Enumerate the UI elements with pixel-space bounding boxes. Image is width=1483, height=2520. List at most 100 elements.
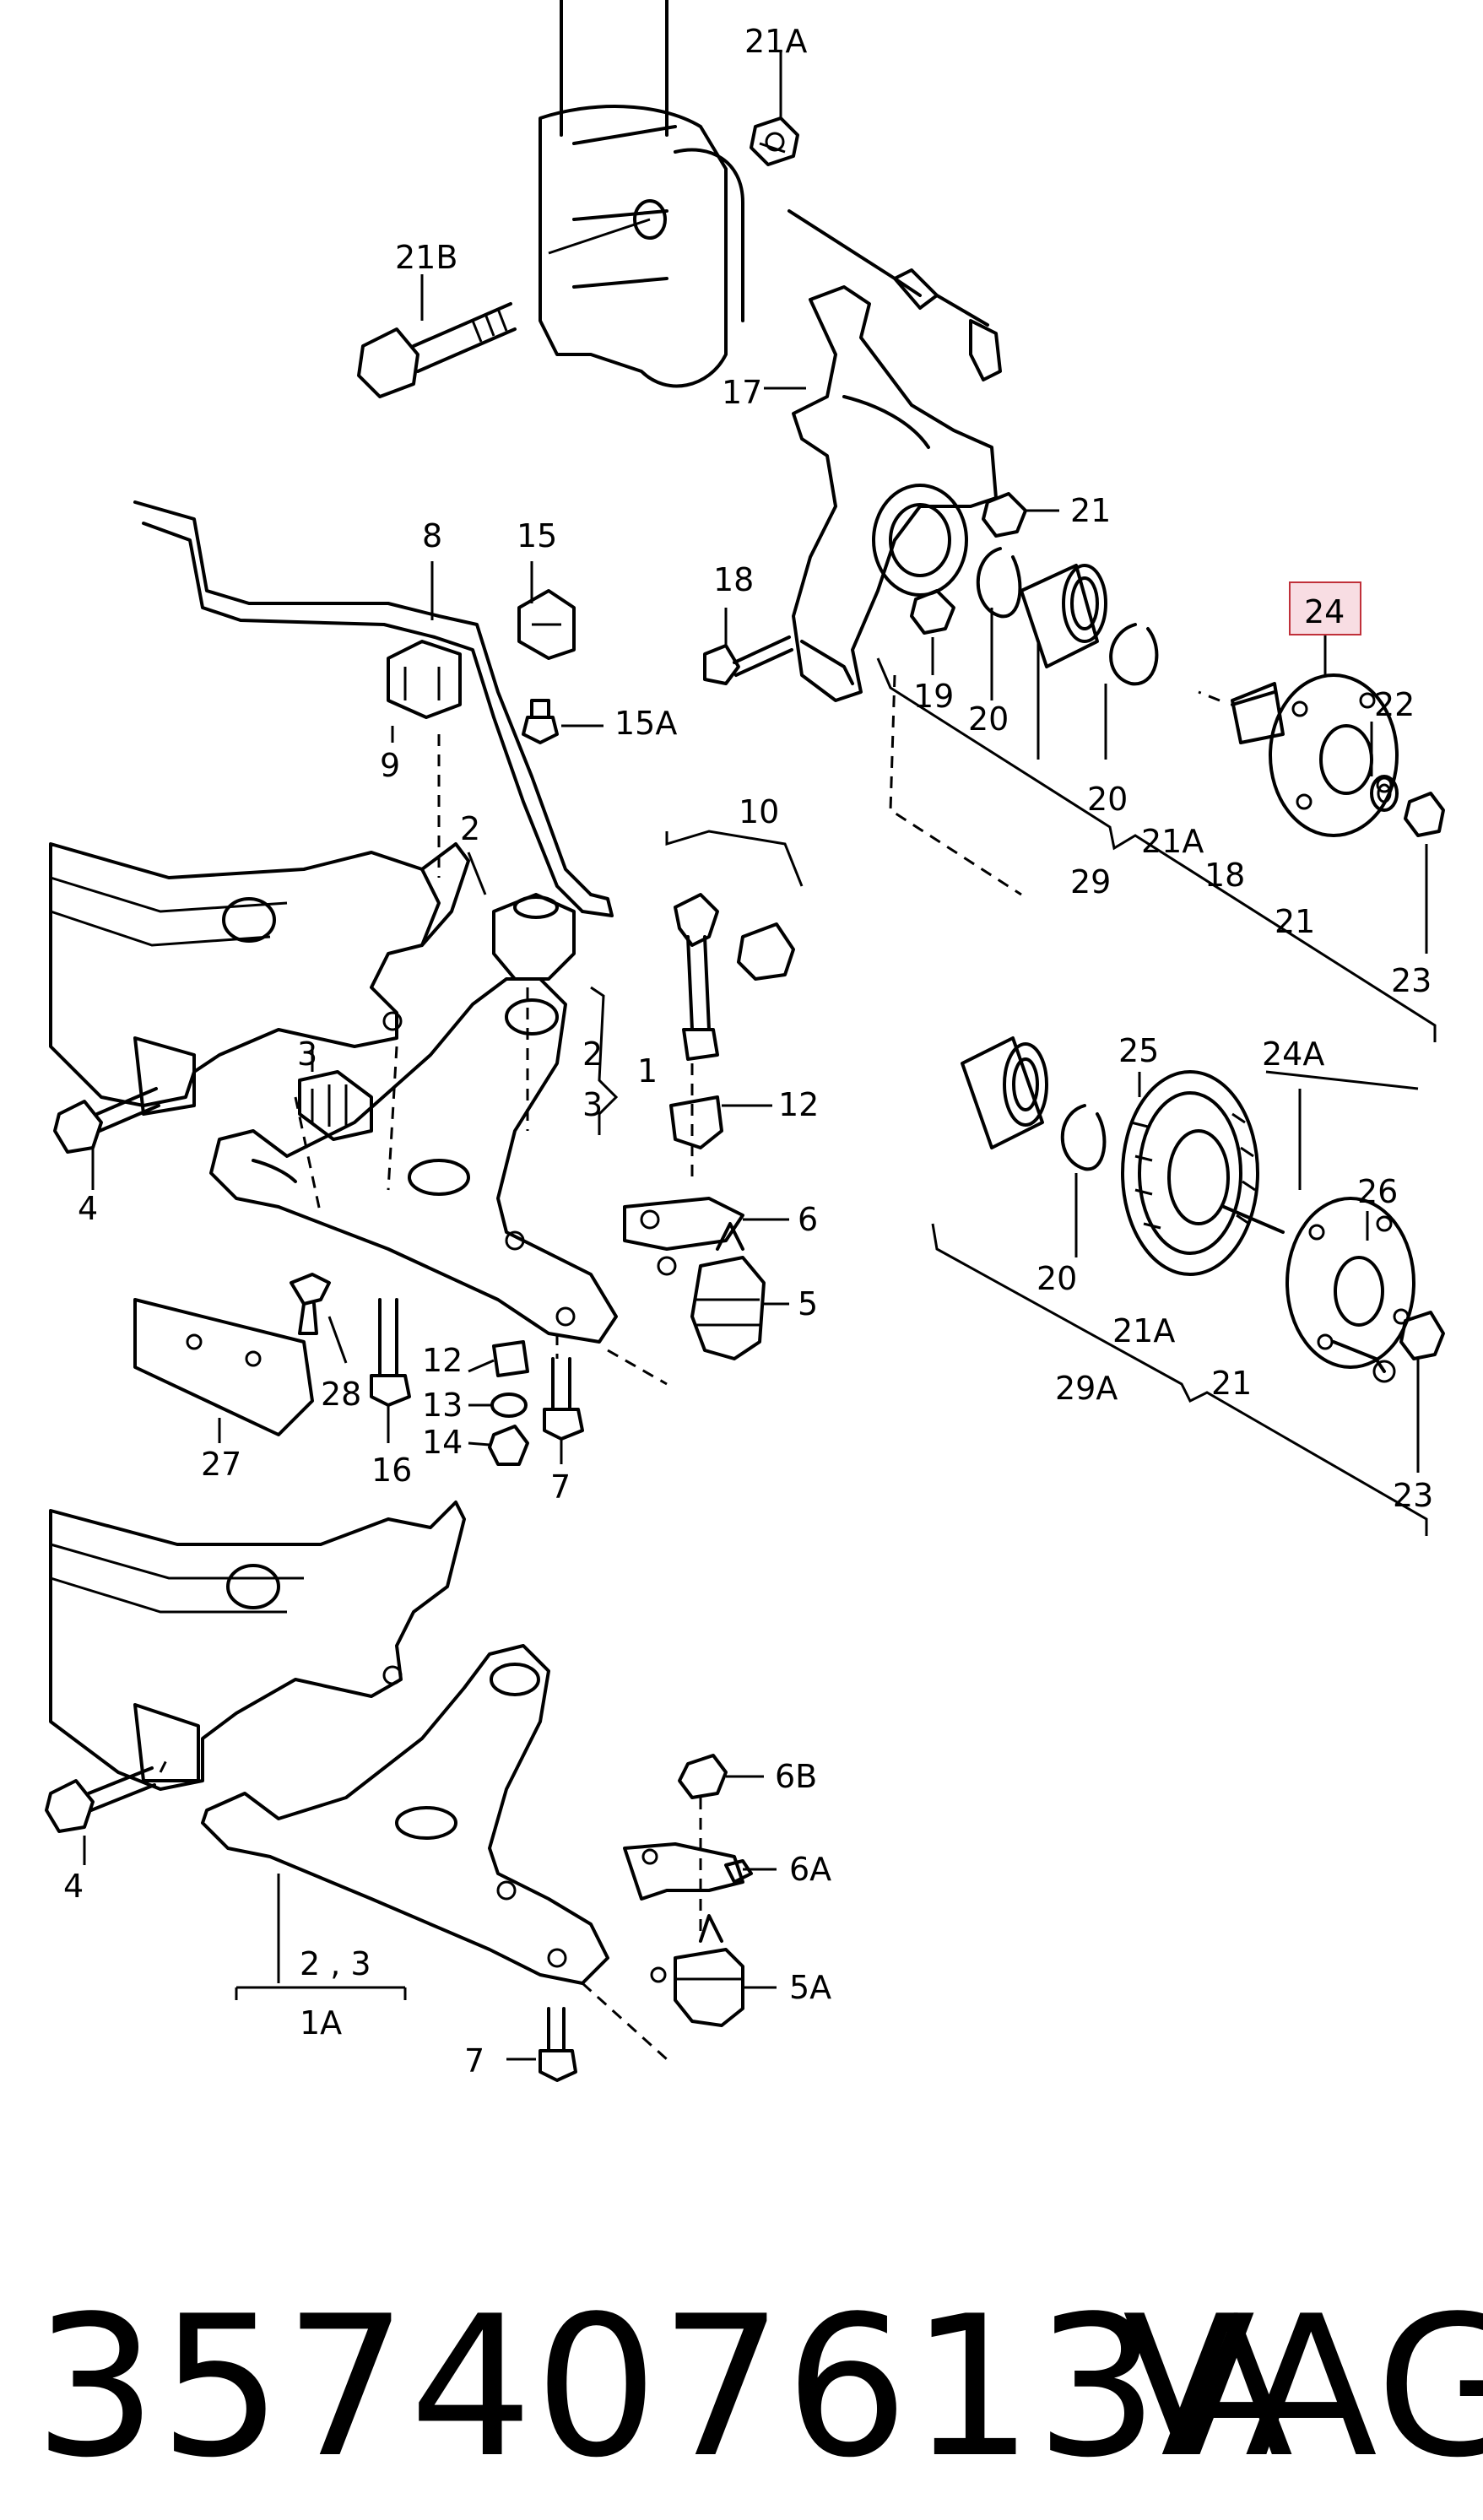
bushing-12	[669, 1095, 723, 1149]
label-7-a: 7	[550, 1468, 571, 1506]
control-arm-1	[209, 977, 618, 1344]
bearing-variant	[961, 1036, 1048, 1149]
bushing-2	[492, 893, 576, 981]
coupling-rod-10	[674, 893, 795, 1061]
highlight-box-24	[1289, 581, 1361, 635]
suspension-exploded-diagram: 21A 21B 17 21 18 19 20 20 24 22 21A 18 2…	[45, 0, 1445, 2082]
hub-variant-24a	[1222, 1197, 1415, 1369]
label-12-b: 12	[422, 1342, 463, 1379]
label-4-b: 4	[63, 1868, 84, 1905]
callout-labels: 21A 21B 17 21 18 19 20 20 24 22 21A 18 2…	[63, 23, 1433, 2079]
bracket-6	[623, 1197, 744, 1276]
nut-6b	[678, 1754, 728, 1799]
label-2-a: 2	[460, 810, 480, 847]
label-12-a: 12	[778, 1086, 819, 1123]
label-15a: 15A	[614, 705, 677, 742]
bushing-3	[298, 1070, 373, 1141]
circlip-20	[976, 547, 1022, 619]
bolt-18	[703, 635, 793, 685]
label-20-a: 20	[968, 700, 1009, 738]
label-21a-a: 21A	[1141, 823, 1204, 860]
label-10: 10	[739, 793, 779, 830]
label-5a: 5A	[789, 1969, 831, 2006]
label-6a: 6A	[789, 1851, 831, 1888]
label-24: 24	[1304, 593, 1345, 630]
subframe-lower	[49, 1501, 466, 1791]
label-3-b: 3	[297, 1036, 317, 1073]
label-5: 5	[798, 1285, 818, 1322]
bolt-15a	[522, 699, 559, 744]
nut-21	[982, 492, 1027, 538]
part-number: 357407613A	[34, 2275, 1296, 2501]
label-3-a: 3	[582, 1086, 603, 1123]
label-29: 29	[1070, 863, 1111, 900]
bolt-21b	[357, 302, 517, 398]
steering-knuckle	[792, 285, 998, 702]
label-2-b: 2	[582, 1036, 603, 1073]
nut-23	[1404, 792, 1445, 837]
wheel-hub-24	[1231, 673, 1399, 837]
footer-caption: 357407613A VAG	[0, 2262, 1483, 2520]
circlip-20-b	[1109, 623, 1159, 686]
label-23-b: 23	[1393, 1477, 1433, 1514]
clamp-15	[517, 589, 576, 660]
bolt-7	[543, 1357, 584, 1441]
label-28: 28	[321, 1376, 361, 1413]
label-8: 8	[422, 517, 442, 554]
bracket-6a	[623, 1842, 753, 1901]
strut-assembly	[539, 0, 786, 388]
label-27: 27	[201, 1446, 241, 1483]
heat-shield-27	[133, 1298, 314, 1436]
label-16: 16	[371, 1452, 412, 1489]
screw-26	[1332, 1340, 1396, 1383]
tie-rod-end	[893, 268, 1002, 381]
label-14: 14	[422, 1424, 463, 1461]
label-21-c: 21	[1211, 1365, 1252, 1402]
abs-sensor-ring-25	[1121, 1070, 1259, 1276]
leader-lines	[83, 51, 1428, 2061]
circlip-variant	[1060, 1104, 1107, 1171]
label-1a: 1A	[300, 2004, 342, 2041]
label-15: 15	[517, 517, 557, 554]
bolt-7-b	[539, 2007, 577, 2082]
label-1: 1	[637, 1052, 658, 1090]
wheel-bearing	[1020, 564, 1107, 668]
label-20-b: 20	[1087, 781, 1128, 818]
label-21b: 21B	[395, 239, 457, 276]
label-18-b: 18	[1204, 857, 1245, 894]
label-19: 19	[913, 678, 954, 715]
label-21a-top: 21A	[744, 23, 807, 60]
label-4-a: 4	[78, 1190, 98, 1227]
bolt-16	[370, 1298, 411, 1407]
bolt-4-b	[45, 1766, 156, 1833]
label-20-c: 20	[1036, 1260, 1077, 1297]
label-29a: 29A	[1055, 1370, 1118, 1407]
label-9: 9	[380, 747, 400, 784]
subframe-upper	[49, 842, 470, 1116]
label-26: 26	[1357, 1173, 1398, 1210]
washer-22	[1370, 775, 1399, 812]
clip-28	[290, 1273, 331, 1335]
ball-joint-5a	[650, 1914, 744, 2027]
label-22: 22	[1374, 686, 1415, 723]
nut-23-b	[1399, 1311, 1445, 1360]
nut-21a-top	[750, 116, 799, 166]
label-17: 17	[722, 374, 762, 411]
label-21-a: 21	[1070, 492, 1111, 529]
bushing-12-b	[492, 1340, 529, 1377]
label-13: 13	[422, 1387, 463, 1424]
label-23-a: 23	[1391, 962, 1432, 999]
rubber-bushing-9	[387, 640, 462, 719]
label-24a: 24A	[1262, 1036, 1324, 1073]
washer-13	[490, 1392, 528, 1418]
control-arm-1a	[201, 1644, 609, 1985]
label-18: 18	[713, 561, 754, 598]
label-21a-b: 21A	[1112, 1312, 1175, 1349]
label-6b: 6B	[775, 1758, 817, 1795]
label-21-b: 21	[1275, 903, 1315, 940]
stabilizer-bar	[133, 500, 614, 917]
nut-19	[910, 589, 955, 635]
label-2-3: 2 , 3	[300, 1945, 371, 1982]
brand-name: VAG	[1123, 2275, 1483, 2501]
label-6: 6	[798, 1201, 818, 1238]
